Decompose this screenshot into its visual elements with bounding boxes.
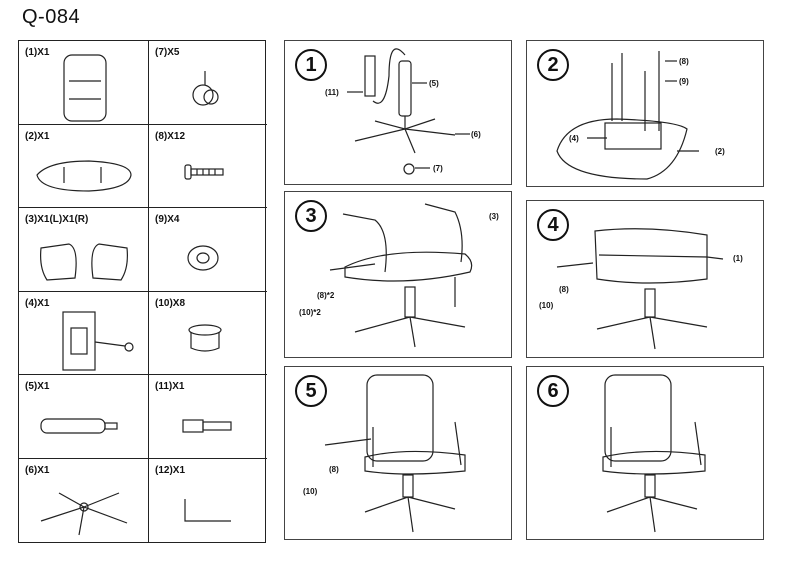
callout: (8) (679, 57, 689, 66)
base-icon (40, 491, 128, 535)
part-bolt: (8)X12 (149, 125, 267, 208)
seat-icon (36, 159, 132, 192)
part-label: (10)X8 (155, 297, 186, 309)
part-label: (6)X1 (25, 464, 50, 476)
step-6-diagram (602, 374, 706, 533)
callout: (3) (489, 212, 499, 221)
part-hex-key: (12)X1 (149, 459, 267, 543)
step-number: 5 (295, 375, 327, 407)
bolt-icon (184, 163, 224, 180)
callout: (9) (679, 77, 689, 86)
callout: (8) (329, 465, 339, 474)
part-caster: (7)X5 (149, 41, 267, 125)
hex-key-icon (184, 498, 231, 522)
part-washer: (9)X4 (149, 208, 267, 292)
part-label: (7)X5 (155, 47, 180, 58)
step-1-panel: 1 (11) (5) (6) (7) (284, 40, 512, 185)
callout: (10)*2 (299, 308, 321, 317)
cap-icon (188, 323, 222, 352)
part-label: (5)X1 (25, 381, 50, 392)
armrests-icon (40, 243, 128, 281)
parts-list: (1)X1 (7)X5 (2)X1 (8)X12 (3)X1(L)X1(R) (… (18, 40, 267, 543)
step-3-panel: 3 (3) (8)*2 (10)*2 (284, 191, 512, 358)
callout: (5) (429, 79, 439, 88)
mechanism-icon (62, 310, 134, 371)
step-number: 6 (537, 375, 569, 407)
callout: (8) (559, 285, 569, 294)
caster-icon (192, 71, 219, 106)
callout: (7) (433, 164, 443, 173)
part-label: (12)X1 (155, 464, 186, 476)
part-backrest: (1)X1 (19, 41, 149, 125)
callout: (11) (325, 88, 339, 97)
part-cover: (11)X1 (149, 375, 267, 459)
step-1-diagram (347, 48, 470, 175)
callout: (2) (715, 147, 725, 156)
backrest-icon (63, 54, 107, 122)
step-6-panel: 6 (526, 366, 764, 540)
model-title: Q-084 (22, 6, 81, 28)
part-gas-lift: (5)X1 (19, 375, 149, 459)
part-label: (9)X4 (155, 214, 180, 225)
callout: (10) (539, 301, 554, 310)
step-4-diagram (556, 228, 724, 350)
part-label: (3)X1(L)X1(R) (25, 214, 89, 225)
part-label: (8)X12 (155, 130, 186, 142)
step-5-diagram (324, 374, 466, 533)
part-label: (1)X1 (25, 47, 50, 58)
step-2-diagram (556, 51, 699, 180)
callout: (8)*2 (317, 291, 335, 300)
part-label: (4)X1 (25, 297, 50, 309)
step-number: 4 (537, 209, 569, 241)
part-armrests: (3)X1(L)X1(R) (19, 208, 149, 292)
part-label: (11)X1 (155, 381, 185, 392)
part-label: (2)X1 (25, 130, 50, 142)
gas-lift-icon (40, 418, 118, 434)
cover-icon (182, 419, 232, 433)
washer-icon (187, 245, 219, 271)
step-5-panel: 5 (8) (10) (284, 366, 512, 540)
callout: (10) (303, 487, 318, 496)
part-cap: (10)X8 (149, 292, 267, 375)
step-3-diagram (329, 203, 473, 348)
step-4-panel: 4 (1) (8) (10) (526, 200, 764, 358)
step-number: 3 (295, 200, 327, 232)
step-2-panel: 2 (8) (9) (4) (2) (526, 40, 764, 187)
part-mechanism: (4)X1 (19, 291, 149, 375)
callout: (1) (733, 254, 743, 263)
step-number: 2 (537, 49, 569, 81)
step-number: 1 (295, 49, 327, 81)
callout: (6) (471, 130, 481, 139)
callout: (4) (569, 134, 579, 143)
part-base: (6)X1 (19, 458, 149, 542)
part-seat: (2)X1 (19, 124, 149, 208)
